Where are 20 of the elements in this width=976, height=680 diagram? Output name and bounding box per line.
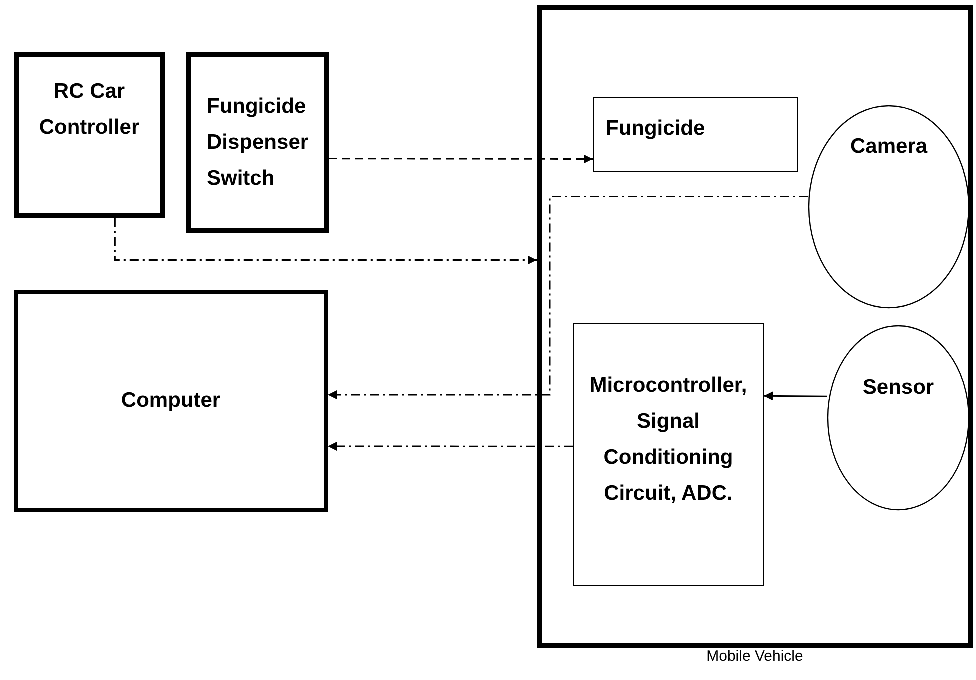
node-label: Fungicide Dispenser Switch	[207, 94, 310, 192]
arrow	[328, 442, 573, 452]
block-box	[14, 52, 165, 218]
arrow	[114, 218, 537, 265]
node-label: RC Car Controller	[38, 79, 141, 141]
node-label: Computer	[121, 388, 221, 414]
node-label: Camera	[850, 134, 928, 160]
node-label: Fungicide	[606, 116, 706, 142]
component-circle	[827, 325, 970, 511]
node-label: Microcontroller, Signal Conditioning Circuit, ADC.	[588, 372, 748, 506]
node-label: Sensor	[862, 375, 934, 401]
block-box	[14, 290, 328, 512]
arrow	[328, 196, 808, 400]
block-box	[573, 323, 764, 586]
block-box	[186, 52, 329, 233]
block-box	[593, 97, 798, 172]
component-circle	[808, 105, 970, 309]
arrow	[764, 392, 827, 401]
arrow	[329, 154, 593, 164]
node-caption: Mobile Vehicle	[706, 647, 804, 667]
